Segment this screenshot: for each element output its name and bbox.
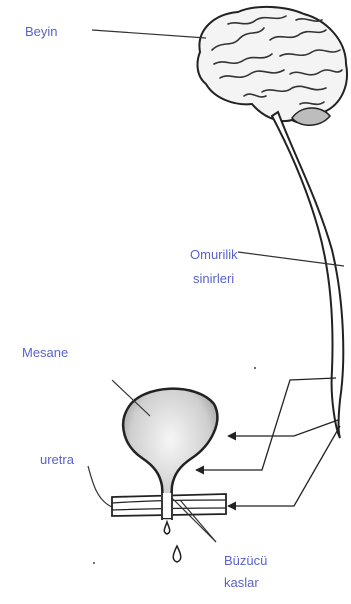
nerve-arrow-sphincter: [228, 426, 340, 506]
label-brain: Beyin: [25, 23, 58, 40]
sphincter-muscle-drawing: [112, 492, 226, 520]
spinal-cord-drawing: [272, 112, 343, 438]
nerve-arrow-bladder: [228, 420, 338, 436]
label-spinal-nerves-line1: Omurilik: [190, 246, 238, 263]
leader-urethra: [88, 466, 112, 507]
label-sphincter-line1: Büzücü: [224, 552, 267, 569]
label-urethra: uretra: [40, 451, 74, 468]
urine-drop-upper: [164, 522, 169, 534]
label-spinal-nerves-line2: sinirleri: [193, 270, 234, 287]
label-bladder: Mesane: [22, 344, 68, 361]
label-sphincter-line2: kaslar: [224, 574, 259, 591]
brain-drawing: [198, 7, 348, 125]
stray-dot-2: [93, 562, 95, 564]
urine-drop-lower: [173, 546, 181, 562]
leader-brain: [92, 30, 206, 38]
stray-dot-1: [254, 367, 256, 369]
